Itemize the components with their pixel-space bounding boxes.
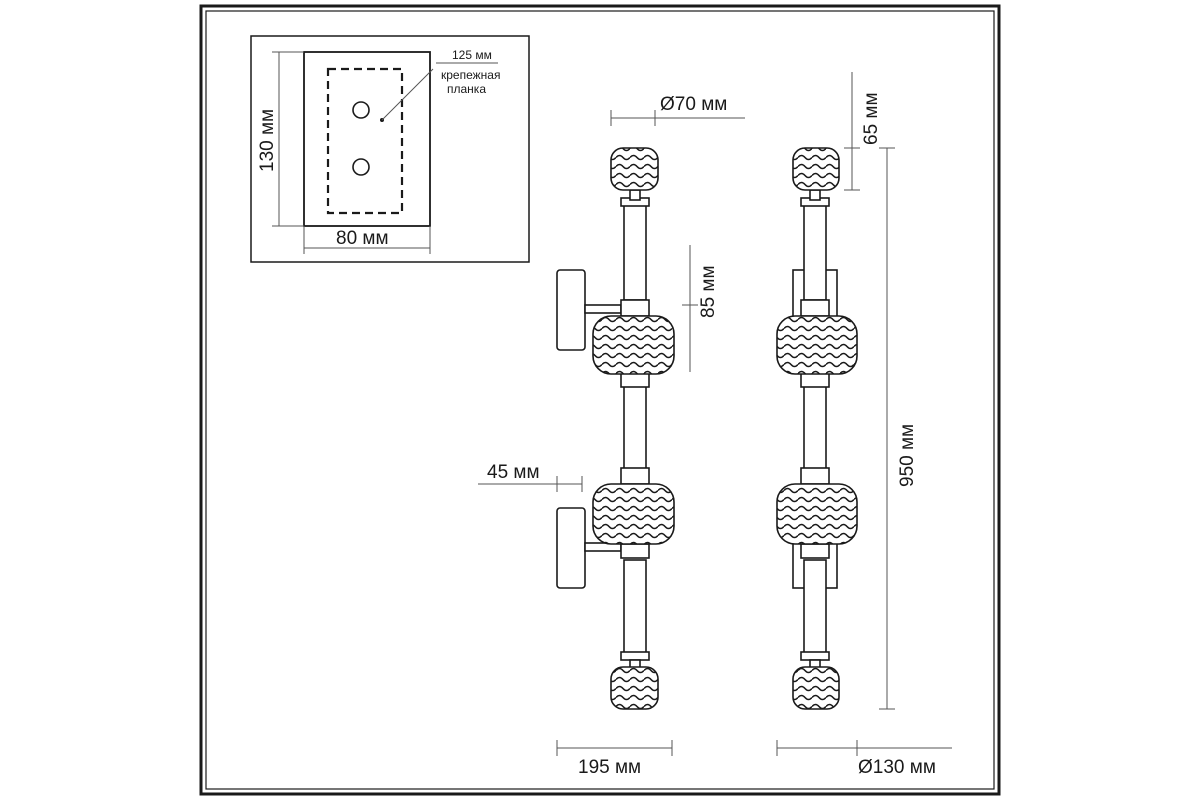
plate-height-dim-line (272, 51, 304, 227)
shade-large-upper (776, 315, 858, 375)
arm-spacing-label: 85 мм (698, 265, 719, 318)
collar (620, 467, 650, 485)
rod-top (803, 204, 827, 301)
collar (800, 372, 830, 388)
shade-small-bottom (610, 666, 659, 710)
outer-frame (199, 4, 1001, 796)
mount-hole-bottom (352, 158, 370, 176)
wall-plate-lower (556, 507, 586, 589)
small-shade-height-label: 65 мм (861, 92, 882, 145)
dim-line-large-diameter (776, 740, 952, 756)
shade-large-lower (776, 483, 858, 545)
shade-small-top (792, 147, 840, 191)
arm-upper (584, 304, 622, 314)
total-height-label: 950 мм (897, 424, 918, 487)
rod-middle (803, 384, 827, 476)
mount-plate (303, 51, 431, 227)
plate-width-label: 80 мм (336, 228, 389, 249)
stem (629, 189, 641, 201)
collar (800, 467, 830, 485)
shade-large-upper (592, 315, 675, 375)
hole-spacing-label: 125 мм (452, 48, 492, 62)
rod-bottom (623, 559, 647, 656)
dim-line-depth (556, 740, 673, 756)
collar (800, 651, 830, 661)
collar (620, 372, 650, 388)
large-shade-diameter-label: Ø130 мм (858, 757, 936, 778)
collar (800, 299, 830, 317)
dim-line-total-height (879, 147, 895, 710)
collar (620, 651, 650, 661)
bracket-label-line1: крепежная (441, 68, 500, 82)
mount-hole-top (352, 101, 370, 119)
dim-line-small-diameter (610, 110, 745, 126)
bracket-label-line2: планка (447, 82, 486, 96)
wall-plate-upper (556, 269, 586, 351)
dim-line-arm-spacing (682, 245, 698, 372)
shade-small-bottom (792, 666, 840, 710)
plate-width-dim-line (303, 226, 431, 254)
stem (809, 189, 821, 201)
plate-height-label: 130 мм (257, 109, 278, 172)
shade-small-top (610, 147, 659, 191)
small-shade-diameter-label: Ø70 мм (660, 94, 727, 115)
rod-top (623, 204, 647, 301)
collar (620, 299, 650, 317)
dim-line-small-height (844, 72, 860, 191)
rod-middle (623, 384, 647, 476)
dim-line-arm-projection (478, 476, 583, 492)
shade-large-lower (592, 483, 675, 545)
depth-label: 195 мм (578, 757, 641, 778)
dimension-annotations: Ø70 мм 65 мм 85 мм 45 мм 950 мм 195 мм Ø… (478, 72, 952, 778)
leader-line (381, 68, 434, 121)
mounting-bracket-outline (326, 67, 404, 215)
side-view (556, 147, 675, 710)
arm-projection-label: 45 мм (487, 462, 540, 483)
mount-plate-detail: 130 мм 80 мм 125 мм крепежная планка (250, 35, 530, 263)
inner-frame (205, 10, 995, 790)
rod-bottom (803, 559, 827, 656)
collar (620, 543, 650, 559)
front-view (776, 147, 858, 710)
collar (800, 543, 830, 559)
